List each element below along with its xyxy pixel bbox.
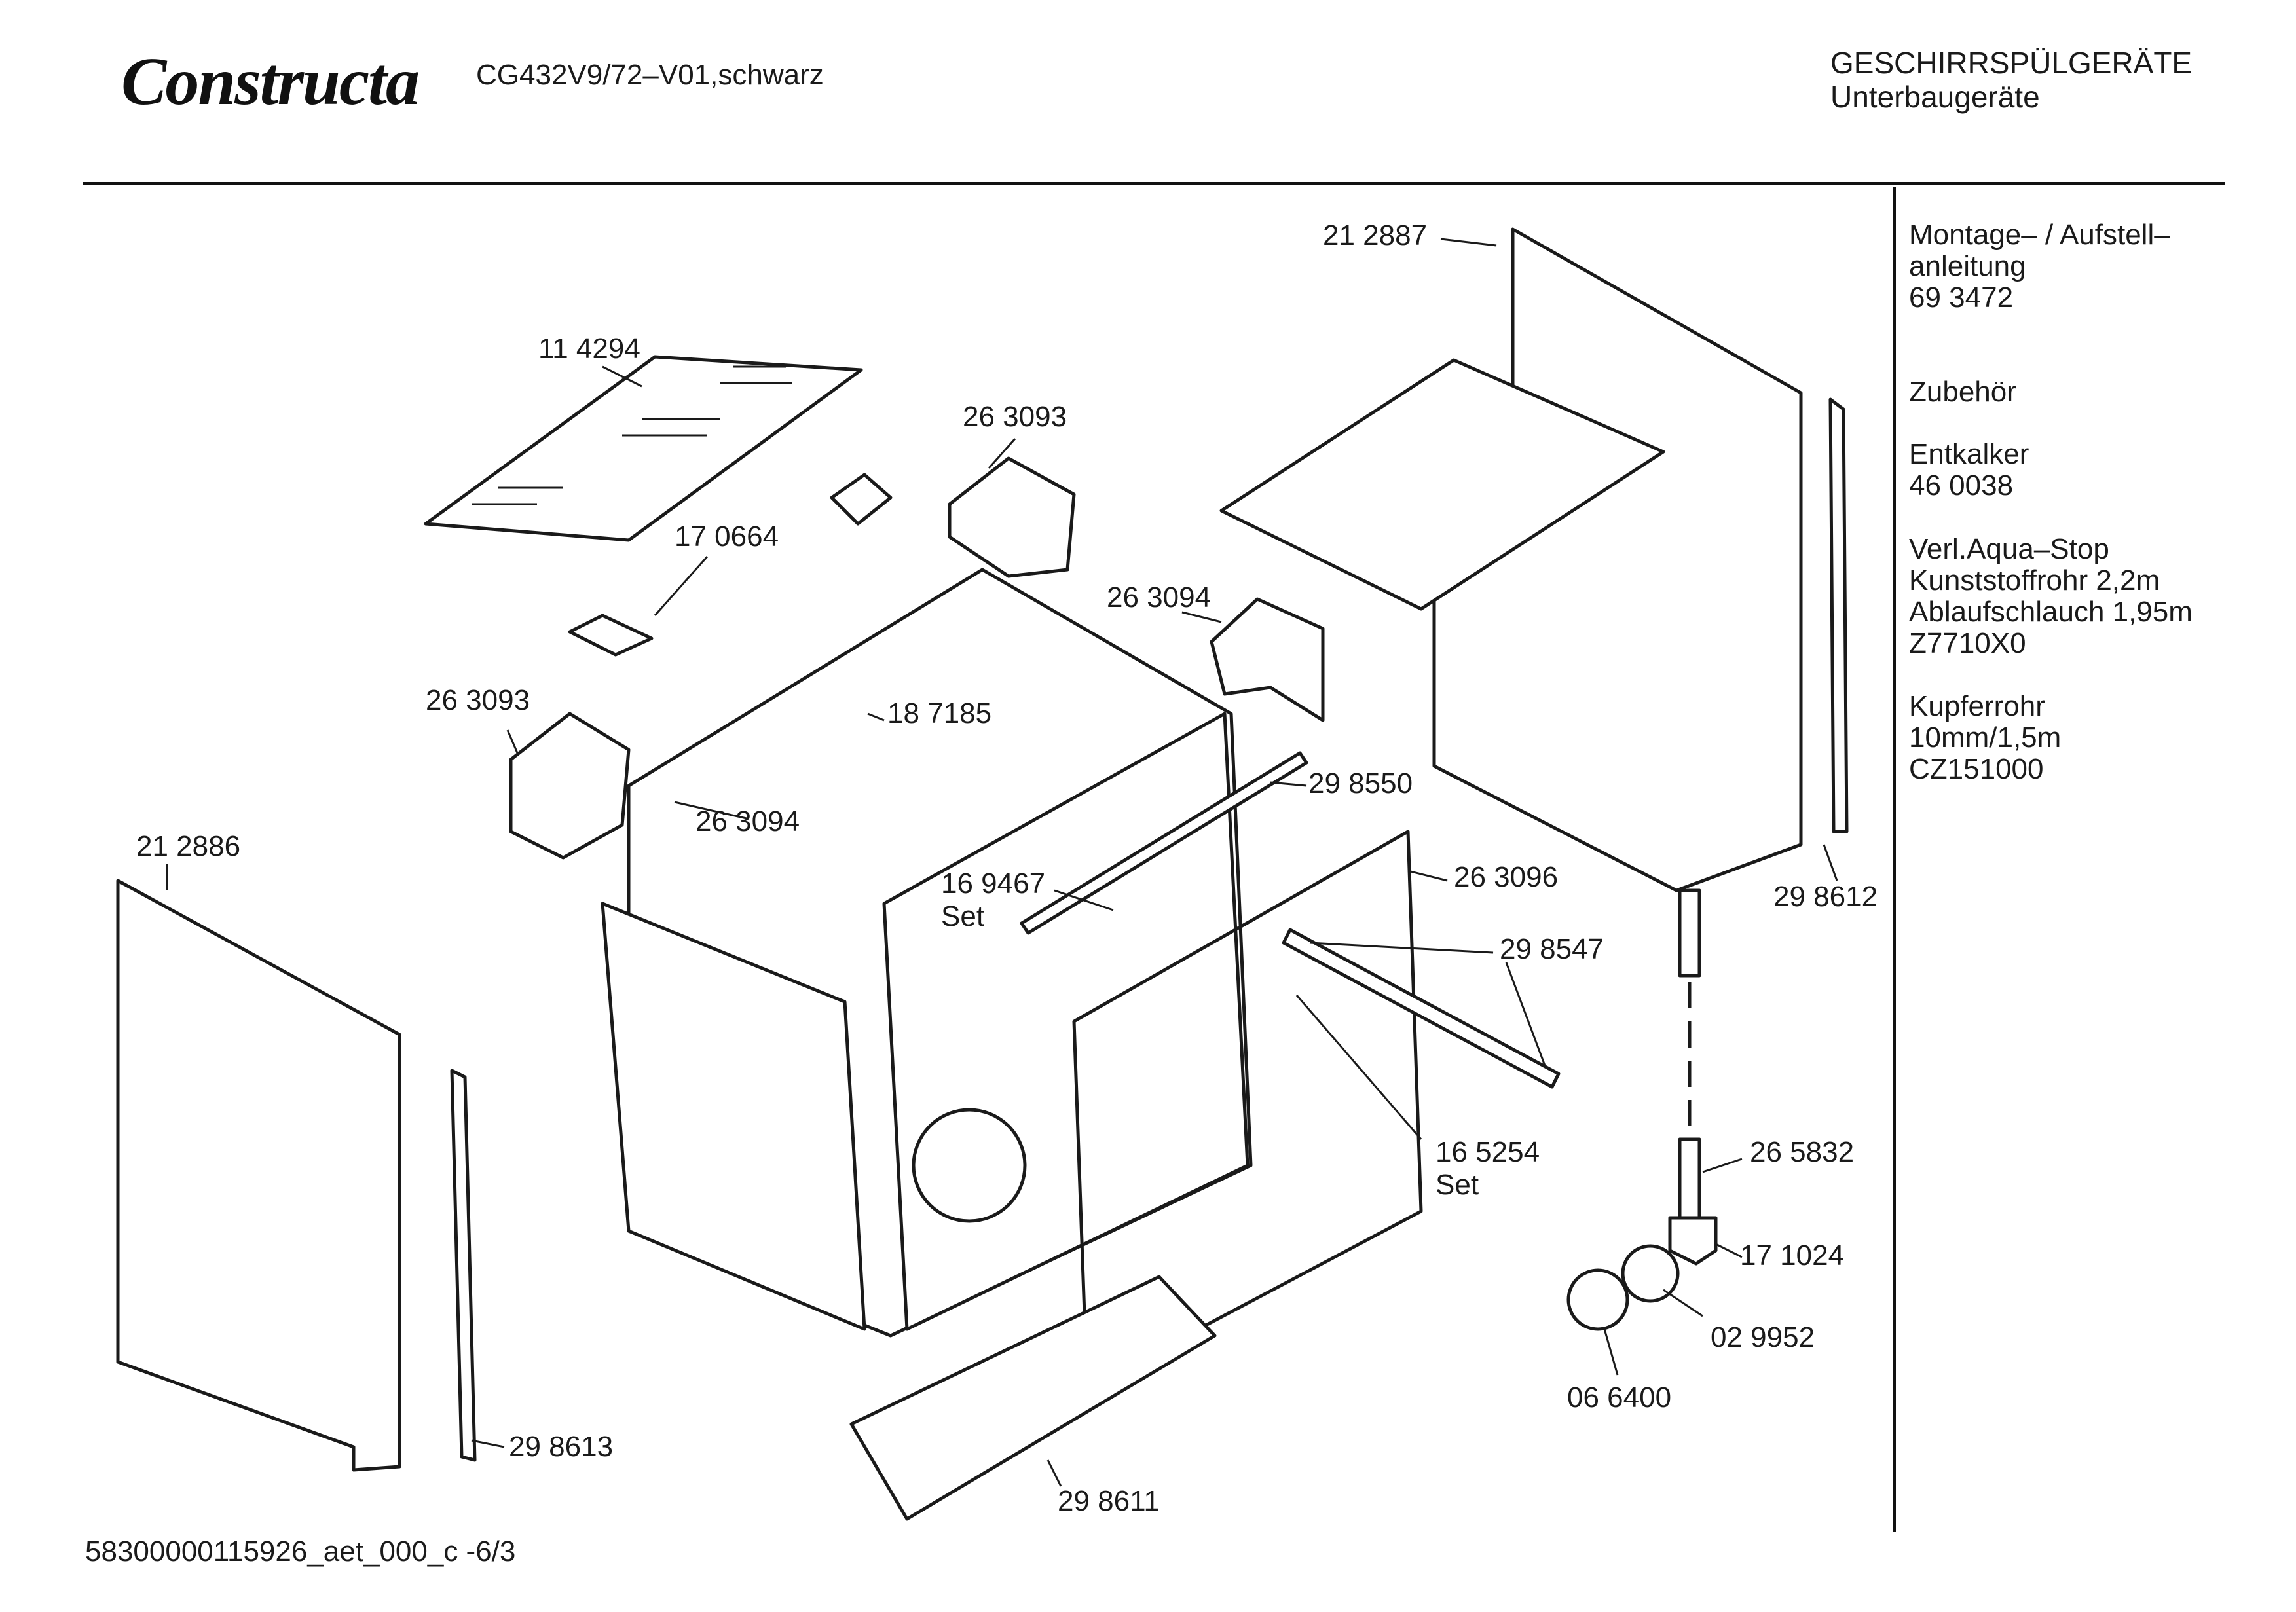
document-id: 58300000115926_aet_000_c -6/3 — [85, 1535, 516, 1567]
part-label-170664: 17 0664 — [675, 521, 779, 553]
left-edge-strip — [450, 1069, 477, 1462]
model-number: CG432V9/72–V01,schwarz — [476, 59, 824, 91]
part-label-029952: 02 9952 — [1711, 1321, 1815, 1353]
part-label-165254: 16 5254 Set — [1435, 1136, 1540, 1201]
part-label-212887: 21 2887 — [1323, 219, 1428, 251]
descaler-note: Entkalker 46 0038 — [1909, 438, 2029, 502]
part-label-265832: 26 5832 — [1750, 1136, 1855, 1168]
part-label-263094-right: 26 3094 — [1107, 581, 1212, 614]
aqua-stop-hose-upper — [1678, 888, 1701, 978]
side-clip-left — [509, 712, 631, 860]
part-label-263093-upper: 26 3093 — [963, 401, 1067, 433]
lower-rail — [1282, 928, 1561, 1089]
aqua-stop-hose-lower — [1678, 1137, 1701, 1220]
aqua-stop-note: Verl.Aqua–Stop Kunststoffrohr 2,2m Ablau… — [1909, 533, 2193, 659]
mounting-bracket-upper — [830, 473, 893, 526]
drain-fitting — [1668, 1216, 1718, 1266]
header-divider — [83, 182, 2225, 185]
product-category: GESCHIRRSPÜLGERÄTE Unterbaugeräte — [1830, 46, 2192, 114]
part-label-298611: 29 8611 — [1058, 1485, 1160, 1517]
part-label-187185: 18 7185 — [887, 697, 992, 729]
brand-logo: Constructa — [121, 44, 420, 119]
right-edge-strip — [1828, 397, 1849, 833]
filter-cap — [1566, 1268, 1629, 1331]
top-cover-mat — [424, 355, 863, 542]
installation-manual-note: Montage– / Aufstell– anleitung 69 3472 — [1909, 219, 2170, 314]
part-label-263093-left: 26 3093 — [426, 684, 530, 716]
accessories-heading: Zubehör — [1909, 376, 2016, 408]
upper-rail — [1020, 751, 1308, 935]
side-clip-right — [1210, 597, 1325, 722]
right-top-plate — [1219, 358, 1665, 611]
part-label-114294: 11 4294 — [538, 333, 640, 365]
part-label-169467: 16 9467 Set — [941, 868, 1046, 932]
part-label-171024: 17 1024 — [1740, 1239, 1845, 1272]
part-label-263094-center: 26 3094 — [695, 805, 800, 837]
part-label-212886: 21 2886 — [136, 830, 241, 862]
part-label-263096: 26 3096 — [1454, 861, 1559, 893]
part-label-298550: 29 8550 — [1308, 767, 1413, 799]
side-clip-upper — [948, 456, 1076, 578]
seal-ring — [1621, 1244, 1680, 1303]
mounting-bracket-lower — [568, 614, 654, 657]
tub-sump — [912, 1108, 1027, 1223]
part-label-298547: 29 8547 — [1500, 933, 1604, 965]
copper-pipe-note: Kupferrohr 10mm/1,5m CZ151000 — [1909, 690, 2062, 785]
part-label-066400: 06 6400 — [1567, 1382, 1672, 1414]
tub-side-wall — [601, 902, 866, 1331]
left-side-panel — [116, 879, 401, 1472]
category-subtitle: Unterbaugeräte — [1830, 80, 2040, 114]
sidebar-divider — [1893, 187, 1896, 1532]
part-label-298613: 29 8613 — [509, 1431, 614, 1463]
kick-plate — [849, 1275, 1217, 1521]
part-label-298612: 29 8612 — [1773, 881, 1878, 913]
door-seal — [1072, 830, 1423, 1390]
category-title: GESCHIRRSPÜLGERÄTE — [1830, 46, 2193, 80]
